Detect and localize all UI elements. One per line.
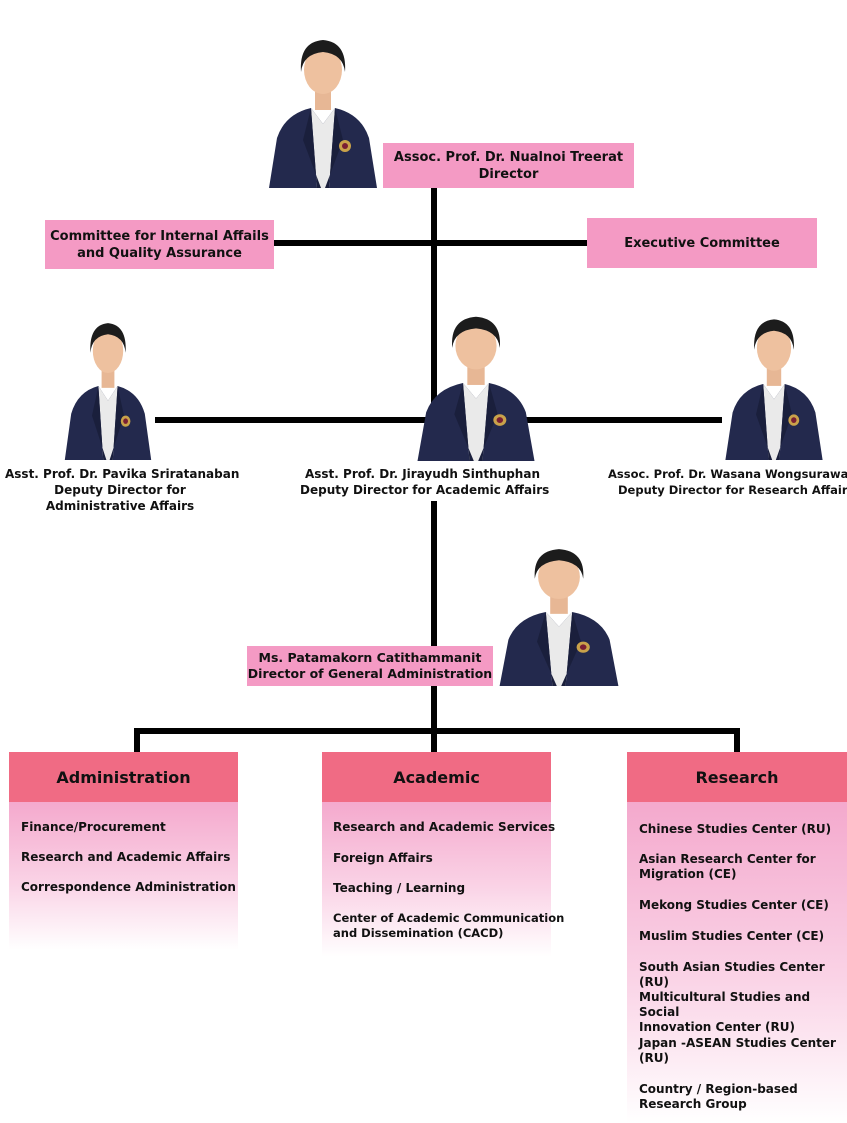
research-item: Mekong Studies Center (CE) (639, 898, 829, 912)
deputy-admin-photo (60, 312, 156, 460)
research-item: Chinese Studies Center (RU) (639, 822, 832, 836)
director-name: Assoc. Prof. Dr. Nualnoi Treerat (393, 149, 624, 165)
general-admin-photo (493, 538, 625, 686)
executive-committee-box: Executive Committee (587, 218, 817, 268)
deputy-academic-name: Asst. Prof. Dr. Jirayudh Sinthuphan (304, 467, 540, 481)
research-header: Research (627, 752, 847, 802)
director-title: Director (478, 166, 539, 182)
academic-item: Foreign Affairs (333, 851, 433, 865)
deputy-research-name: Assoc. Prof. Dr. Wasana Wongsurawat (608, 467, 847, 481)
deputy-admin-role-line2: Administrative Affairs (45, 499, 195, 513)
administration-header: Administration (9, 752, 238, 802)
director-photo (262, 28, 384, 188)
academic-title: Academic (393, 767, 480, 787)
administration-panel (9, 802, 238, 950)
administration-title: Administration (56, 767, 191, 787)
administration-item: Correspondence Administration (21, 880, 236, 894)
connector-committees (273, 240, 588, 246)
academic-panel (322, 802, 551, 957)
deputy-research-photo (720, 308, 828, 460)
research-item: Muslim Studies Center (CE) (639, 929, 825, 943)
research-panel (627, 802, 847, 1123)
internal-committee-line1: Committee for Internal Affails (50, 228, 269, 244)
deputy-research-role: Deputy Director for Research Affairs (618, 483, 847, 497)
deputy-academic-role: Deputy Director for Academic Affairs (300, 483, 550, 497)
executive-committee-label: Executive Committee (624, 235, 780, 251)
connector-academic-vertical (431, 501, 437, 752)
research-item: South Asian Studies Center (RU) (639, 960, 825, 989)
connector-research-drop (734, 728, 740, 752)
deputy-admin-role: Deputy Director for (54, 483, 186, 497)
internal-committee-line2: and Quality Assurance (77, 245, 242, 261)
research-title: Research (695, 767, 779, 787)
administration-item: Research and Academic Affairs (21, 850, 231, 864)
director-box: Assoc. Prof. Dr. Nualnoi Treerat Directo… (383, 143, 634, 188)
general-admin-title: Director of General Administration (247, 666, 493, 681)
connector-departments (134, 728, 740, 734)
deputy-academic-photo (411, 305, 541, 461)
academic-item: Teaching / Learning (333, 881, 466, 895)
general-admin-box: Ms. Patamakorn Catithammanit Director of… (247, 646, 493, 686)
deputy-research-caption: Assoc. Prof. Dr. Wasana Wongsurawat Depu… (608, 466, 847, 498)
research-item: Japan -ASEAN Studies Center(RU) (639, 1036, 836, 1065)
academic-item: Research and Academic Services (333, 820, 556, 834)
academic-header: Academic (322, 752, 551, 802)
deputy-admin-name: Asst. Prof. Dr. Pavika Sriratanaban (5, 467, 240, 481)
general-admin-name: Ms. Patamakorn Catithammanit (258, 650, 482, 665)
administration-item: Finance/Procurement (21, 820, 166, 834)
internal-affairs-committee-box: Committee for Internal Affails and Quali… (45, 220, 274, 269)
connector-admin-drop (134, 728, 140, 752)
connector-director-vertical (431, 188, 437, 420)
deputy-academic-caption: Asst. Prof. Dr. Jirayudh Sinthuphan Depu… (300, 466, 550, 498)
deputy-admin-caption: Asst. Prof. Dr. Pavika Sriratanaban Depu… (5, 466, 240, 514)
